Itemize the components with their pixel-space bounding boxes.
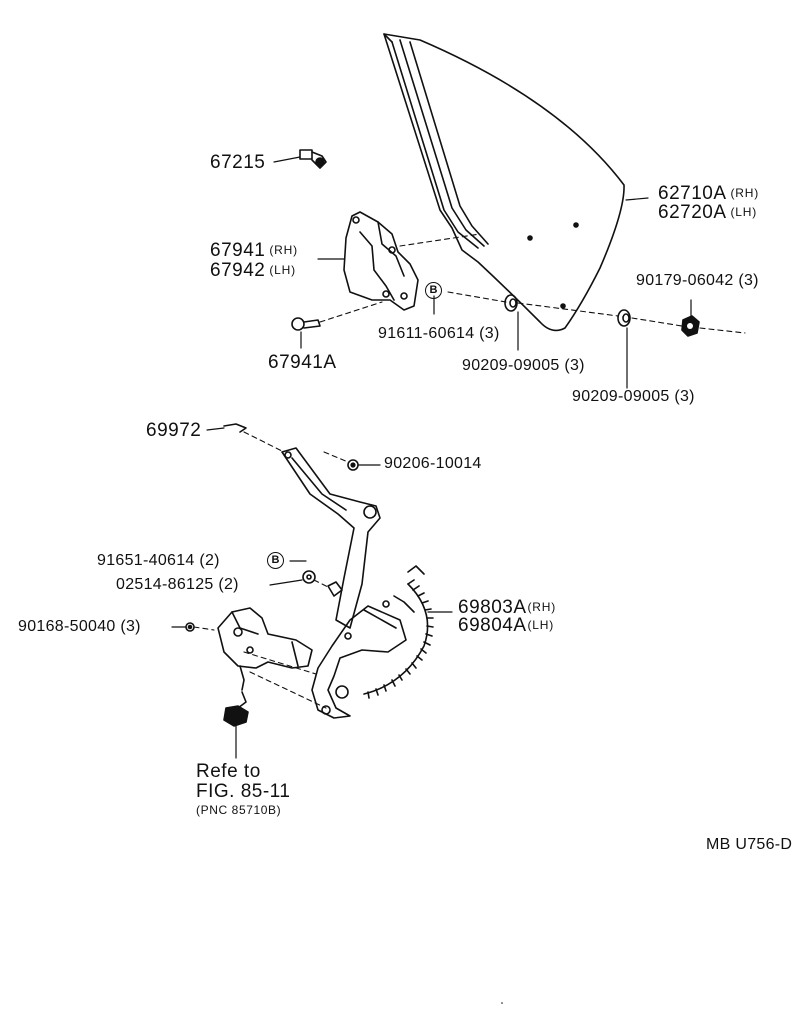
bolt-b-number: 91611-60614 (3) bbox=[378, 325, 500, 342]
leader-lines bbox=[171, 156, 692, 759]
refer-text-3: (PNC 85710B) bbox=[196, 803, 282, 817]
washer-lower bbox=[302, 570, 316, 584]
label-glass-rh: 62710A(RH) bbox=[658, 183, 759, 205]
label-bracket-bolt: 67941A bbox=[268, 352, 337, 374]
label-motor-bolt: 90168-50040 (3) bbox=[18, 618, 141, 636]
label-bushing-right: 90209-09005 (3) bbox=[572, 388, 695, 406]
washer-part bbox=[347, 459, 359, 471]
regulator-lh-number: 69804A bbox=[458, 615, 527, 636]
door-glass bbox=[383, 33, 625, 332]
pin-part bbox=[299, 149, 327, 169]
glass-lh-number: 62720A bbox=[658, 202, 727, 223]
nut-part bbox=[681, 315, 700, 337]
label-regulator-rh: 69803A(RH) bbox=[458, 597, 556, 619]
label-glass-lh: 62720A(LH) bbox=[658, 202, 757, 224]
refer-text-2: FIG. 85-11 bbox=[196, 781, 291, 802]
label-bracket-lh: 67942(LH) bbox=[210, 260, 296, 282]
bracket-lh-number: 67942 bbox=[210, 260, 266, 281]
washer-lower-number: 02514-86125 (2) bbox=[116, 576, 239, 593]
gear-stub bbox=[327, 581, 343, 597]
pin-number: 67215 bbox=[210, 152, 266, 173]
clip-part bbox=[223, 423, 247, 433]
label-regulator-lh: 69804A(LH) bbox=[458, 615, 554, 637]
clip-number: 69972 bbox=[146, 420, 202, 441]
glass-rh-number: 62710A bbox=[658, 183, 727, 204]
bracket-rh-side: (RH) bbox=[269, 243, 298, 257]
motor-bolt-part bbox=[185, 622, 195, 632]
label-washer: 90206-10014 bbox=[384, 455, 482, 473]
glass-lh-side: (LH) bbox=[730, 205, 758, 219]
label-nut: 90179-06042 (3) bbox=[636, 272, 759, 290]
refer-line-2: FIG. 85-11 bbox=[196, 781, 290, 803]
glass-rh-side: (RH) bbox=[730, 186, 760, 200]
motor-bolt-number: 90168-50040 (3) bbox=[18, 618, 141, 635]
bolt-b-lower-number: 91651-40614 (2) bbox=[97, 552, 220, 569]
window-regulator bbox=[281, 447, 434, 719]
label-clip: 69972 bbox=[146, 420, 201, 442]
bushing-right-number: 90209-09005 (3) bbox=[572, 388, 695, 405]
refer-text-1: Refe to bbox=[196, 761, 261, 782]
bushing-left-number: 90209-09005 (3) bbox=[462, 357, 585, 374]
nut-number: 90179-06042 (3) bbox=[636, 272, 759, 289]
label-bolt-b-lower: 91651-40614 (2) bbox=[97, 552, 220, 570]
assembly-lines bbox=[193, 233, 746, 709]
regulator-lh-side: (LH) bbox=[527, 618, 555, 632]
label-bracket-rh: 67941(RH) bbox=[210, 240, 298, 262]
badge-b-lower: B bbox=[267, 552, 284, 569]
regulator-rh-number: 69803A bbox=[458, 597, 527, 618]
window-motor bbox=[217, 607, 313, 727]
diagram-code-text: MB U756-D bbox=[706, 836, 793, 853]
badge-b-lower-text: B bbox=[271, 554, 280, 566]
regulator-rh-side: (RH) bbox=[527, 600, 557, 614]
badge-b-top: B bbox=[425, 282, 442, 299]
label-bolt-b: 91611-60614 (3) bbox=[378, 325, 500, 343]
refer-line-1: Refe to bbox=[196, 761, 261, 783]
badge-b-top-text: B bbox=[429, 284, 438, 296]
bushing-left bbox=[504, 294, 518, 312]
bracket-lh-side: (LH) bbox=[269, 263, 296, 277]
refer-line-3: (PNC 85710B) bbox=[196, 803, 281, 817]
window-bracket bbox=[343, 211, 419, 311]
bracket-bolt bbox=[291, 317, 321, 331]
bracket-bolt-number: 67941A bbox=[268, 352, 337, 373]
washer-number: 90206-10014 bbox=[384, 455, 482, 472]
diagram-code: MB U756-D bbox=[706, 836, 792, 854]
bracket-rh-number: 67941 bbox=[210, 240, 266, 261]
label-bushing-left: 90209-09005 (3) bbox=[462, 357, 585, 375]
label-washer-lower: 02514-86125 (2) bbox=[116, 576, 239, 594]
label-pin: 67215 bbox=[210, 152, 265, 174]
bushing-right bbox=[617, 309, 631, 327]
